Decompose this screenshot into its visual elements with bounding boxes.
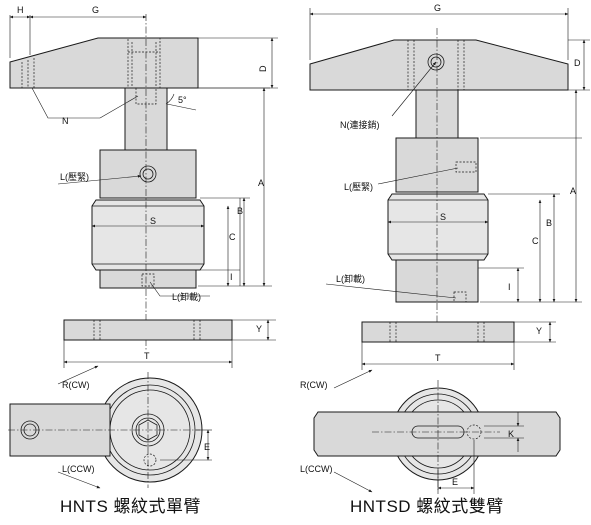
bottom-nut [99,269,197,289]
hnts-caption: HNTS 螺紋式單臂 [60,497,201,516]
thread-collar-right [387,193,489,261]
dim-y-right-label: Y [536,326,542,336]
hnts-side-view: H G D 5° N L(壓緊) A B C I [9,5,278,368]
double-arm-top [313,411,561,457]
hntsd-caption: HNTSD 螺紋式雙臂 [350,497,504,516]
thread-collar [91,199,205,271]
dim-d-label: D [258,65,268,72]
n-pin-label: N(連接銷) [340,119,380,130]
dim-e-label: E [204,442,210,452]
dim-t-right-label: T [435,353,441,363]
hntsd-top-view: K E R(CW) L(CCW) [300,369,561,494]
dim-t-label: T [144,351,150,361]
n-label: N [62,116,69,126]
l-release-right-label: L(卸載) [336,273,365,284]
base-plate [63,319,233,341]
dim-s-label: S [150,216,156,226]
l-press-label: L(壓緊) [60,172,89,182]
rotate-cw-label: R(CW) [62,380,90,390]
dim-g-label: G [92,5,99,15]
dim-c-right-label: C [532,236,539,246]
angle-label: 5° [178,95,187,105]
upper-body [99,149,197,199]
dim-i-right-label: I [508,282,511,292]
rotate-cw-right-label: R(CW) [300,380,328,390]
dim-b-right-label: B [546,218,552,228]
rotate-ccw-right-label: L(CCW) [300,464,333,474]
hntsd-side-view: G D N(連接銷) L(壓緊) A B C I S L(卸載) Y [309,3,590,370]
dim-s-right-label: S [440,212,446,222]
base-plate-right [361,321,515,343]
dim-h-label: H [17,5,24,15]
dim-i-label: I [230,272,233,282]
rotate-ccw-label: L(CCW) [62,464,95,474]
single-arm [9,37,199,89]
dim-y-label: Y [256,324,262,334]
dim-c-label: C [229,232,236,242]
dim-g-right-label: G [434,3,441,13]
l-release-label: L(卸載) [172,291,201,302]
dim-a-right-label: A [570,186,576,196]
dim-k-label: K [508,429,514,439]
double-arm [309,39,569,91]
l-press-right-label: L(壓緊) [344,182,373,192]
dim-e-right-label: E [452,477,458,487]
dim-d-right-label: D [574,58,581,68]
hnts-top-view: E R(CW) L(CCW) [8,365,212,489]
dim-a-label: A [258,178,264,188]
